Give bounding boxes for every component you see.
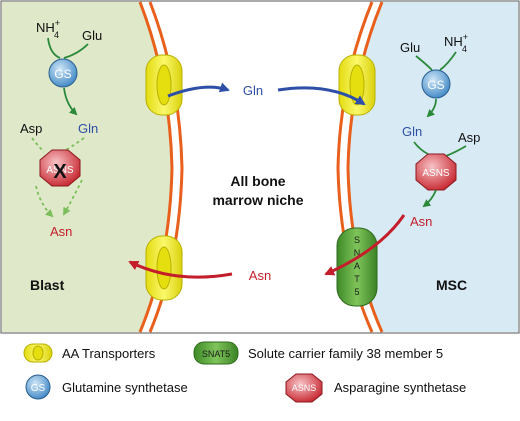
legend-gs-icon-label: GS [31,383,46,394]
asn-influx-arrow [128,260,233,279]
blast-asns-out-arrow-right [63,179,83,216]
legend-snat5-icon [193,341,239,365]
blast-gs-label: GS [54,67,71,81]
niche-label-line2: marrow niche [212,192,303,208]
asn-efflux-arrow [324,214,406,276]
snat5-letter: 5 [354,287,359,297]
blast-transporter-bottom [145,235,183,301]
snat5-vertical-label: S N A T 5 [354,235,361,297]
msc-transporter-top [338,54,376,116]
legend-snat5-icon-label: SNAT5 [202,349,230,359]
snat5-letter: S [354,235,360,245]
legend: AA Transporters SNAT5 Solute carrier fam… [23,341,466,403]
niche-glutamine: Gln [243,83,263,98]
msc-aspartate: Asp [458,130,480,145]
msc-asns-label: ASNS [422,168,450,179]
msc-gln-line [413,141,429,155]
blast-gs-arrow [63,87,78,116]
blast-glu-line [63,43,89,59]
gln-influx-arrow [277,86,366,106]
blast-asparagine: Asn [50,224,72,239]
snat5-transporter [336,227,378,307]
legend-asns-icon [285,373,323,403]
blast-glutamate: Glu [82,28,102,43]
legend-transporter-icon [23,343,53,363]
msc-glu-line [415,55,433,71]
blast-cell [2,2,172,332]
blast-asns-label: ASNS [46,165,74,176]
blast-cell-label: Blast [30,277,65,293]
msc-glutamate: Glu [400,40,420,55]
snat5-letter: T [354,274,360,284]
niche-label-line1: All bone [230,173,285,189]
msc-gs-arrow [426,98,437,118]
blast-asns-out-arrow-left [35,185,54,218]
blast-gs-enzyme [48,58,78,88]
msc-gs-enzyme [421,69,451,99]
snat5-letter: A [354,261,360,271]
legend-gs-icon [25,374,51,400]
msc-nh4-line [439,51,457,71]
msc-glutamine: Gln [402,124,422,139]
snat5-letter: N [354,248,361,258]
blast-glutamine: Gln [78,121,98,136]
gln-efflux-arrow [167,82,230,98]
msc-ammonium: NH+4 [444,32,468,54]
blast-aspartate: Asp [20,121,42,136]
msc-cell-label: MSC [436,277,467,293]
legend-gs-text: Glutamine synthetase [62,380,188,395]
msc-asparagine: Asn [410,214,432,229]
blast-asns-enzyme [39,149,81,187]
blast-asp-line [31,137,45,153]
niche-asparagine: Asn [249,268,271,283]
msc-gs-label: GS [427,78,444,92]
msc-asp-line [445,145,467,157]
msc-asns-arrow [422,189,437,208]
msc-asns-enzyme [415,153,457,191]
blast-nh4-line [47,37,61,59]
legend-asns-icon-label: ASNS [292,383,317,393]
legend-transporter-text: AA Transporters [62,346,156,361]
blast-transporter-top [145,54,183,116]
blast-asns-block-mark: X [53,161,67,183]
legend-snat5-text: Solute carrier family 38 member 5 [248,346,443,361]
blast-ammonium: NH+4 [36,18,60,40]
legend-asns-text: Asparagine synthetase [334,380,466,395]
